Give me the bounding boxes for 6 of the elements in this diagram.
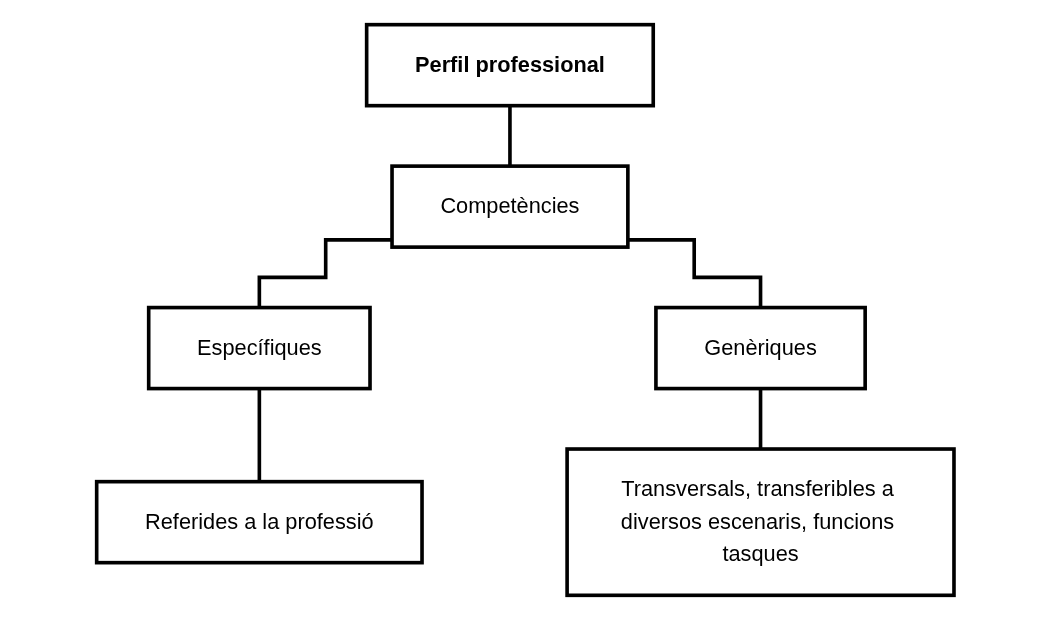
node-box: Perfil professional: [364, 22, 655, 108]
node-box: Genèriques: [653, 305, 867, 391]
node-box: Referides a la professió: [94, 479, 424, 565]
node-box: Específiques: [146, 305, 372, 391]
node-box: Competències: [389, 164, 630, 249]
node-box: Transversals, transferibles a diversos escenaris, funcions tasques: [564, 447, 956, 598]
